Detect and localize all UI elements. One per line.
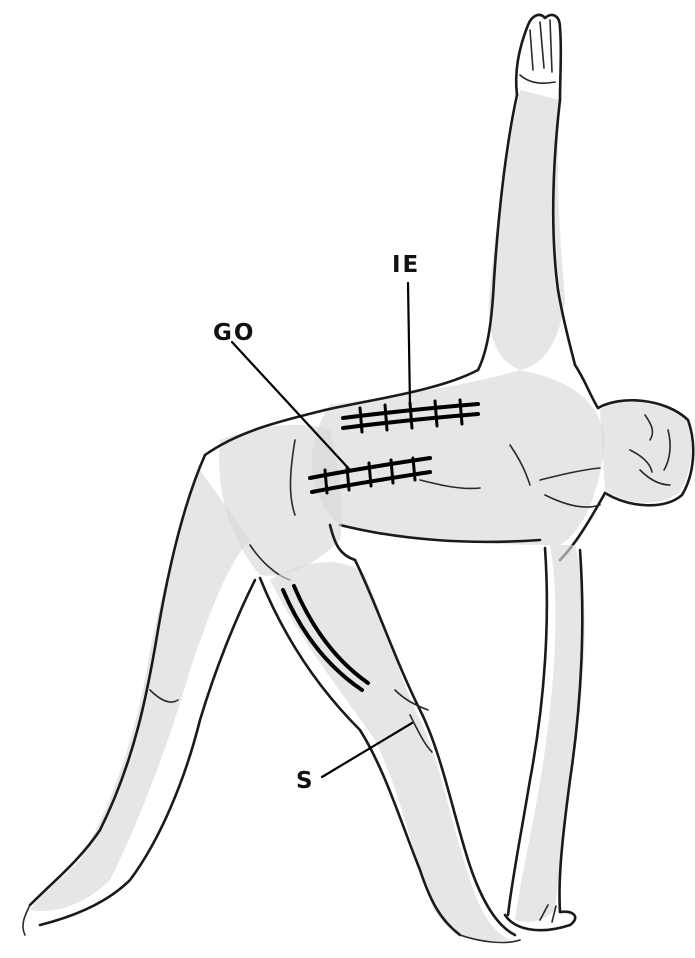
front-leg [260,560,520,942]
label-go: GO [213,320,255,346]
torso [312,365,605,560]
label-s: S [296,768,315,794]
raised-arm [478,15,575,370]
head [598,400,693,505]
label-ie: IE [392,252,420,278]
ie-leader-line [408,283,410,405]
back-leg [23,455,255,935]
supporting-arm [505,545,585,930]
